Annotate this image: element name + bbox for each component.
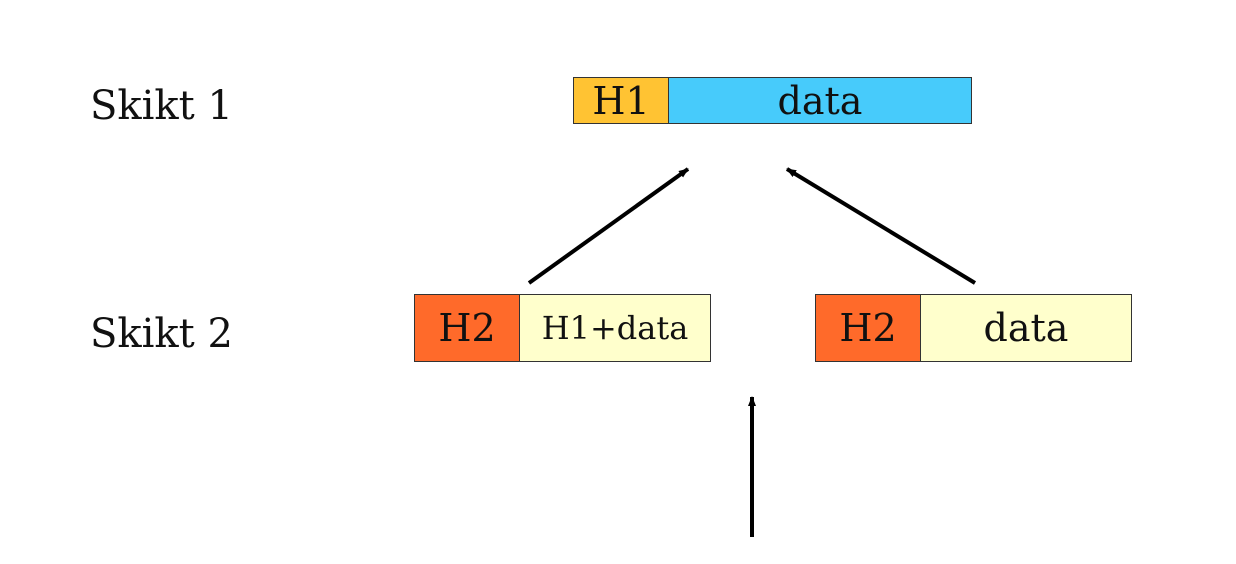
h2-header-cell: H2 xyxy=(414,294,520,362)
layer-2-packet-fragment: H2 data xyxy=(815,294,1132,362)
arrow-right-up xyxy=(785,167,977,285)
layer-2-packet-encapsulated: H2 H1+data xyxy=(414,294,711,362)
layer-1-data-cell: data xyxy=(669,77,972,124)
h1-plus-data-cell: H1+data xyxy=(520,294,711,362)
h2-header-cell: H2 xyxy=(815,294,921,362)
layer-2-data-cell: data xyxy=(921,294,1132,362)
layer-2-label: Skikt 2 xyxy=(90,311,233,357)
layer-1-label: Skikt 1 xyxy=(90,83,233,129)
h1-header-cell: H1 xyxy=(573,77,669,124)
layer-1-packet: H1 data xyxy=(573,77,972,124)
arrow-left-up xyxy=(527,167,690,285)
